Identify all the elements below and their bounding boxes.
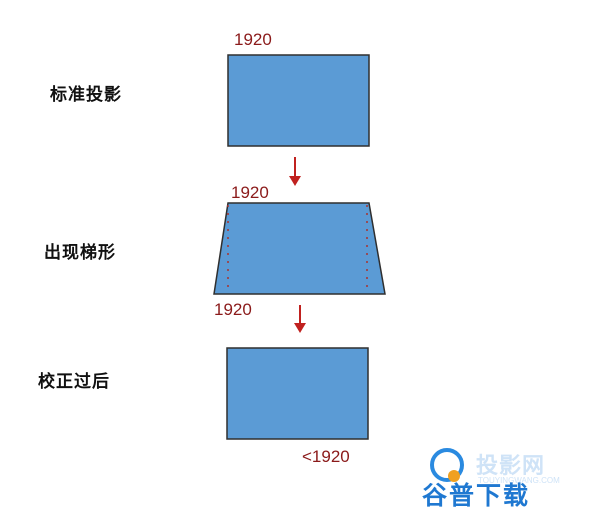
stage-label-standard: 标准投影 — [50, 85, 122, 105]
watermark-text: 谷普下载 — [422, 481, 531, 510]
keystone-trapezoid — [213, 202, 386, 295]
down-arrow-1 — [289, 157, 301, 186]
resolution-label-corrected-bottom: <1920 — [302, 447, 350, 466]
watermark-logo: 投影网 TOUYINGWANG.COM 谷普下载 — [418, 446, 588, 510]
watermark-brand: 投影网 — [476, 454, 546, 479]
resolution-label-keystone-bottom: 1920 — [214, 300, 252, 319]
stage-label-corrected: 校正过后 — [38, 372, 110, 392]
standard-projection-rect — [227, 54, 370, 147]
resolution-label-keystone-top: 1920 — [231, 183, 269, 202]
watermark-dot-icon — [448, 470, 460, 482]
down-arrow-2 — [294, 305, 306, 333]
stage-label-keystone: 出现梯形 — [44, 243, 116, 263]
corrected-projection-rect — [226, 347, 369, 440]
watermark-url: TOUYINGWANG.COM — [478, 476, 560, 485]
watermark-ring-icon — [430, 448, 464, 482]
resolution-label-standard-top: 1920 — [234, 30, 272, 49]
